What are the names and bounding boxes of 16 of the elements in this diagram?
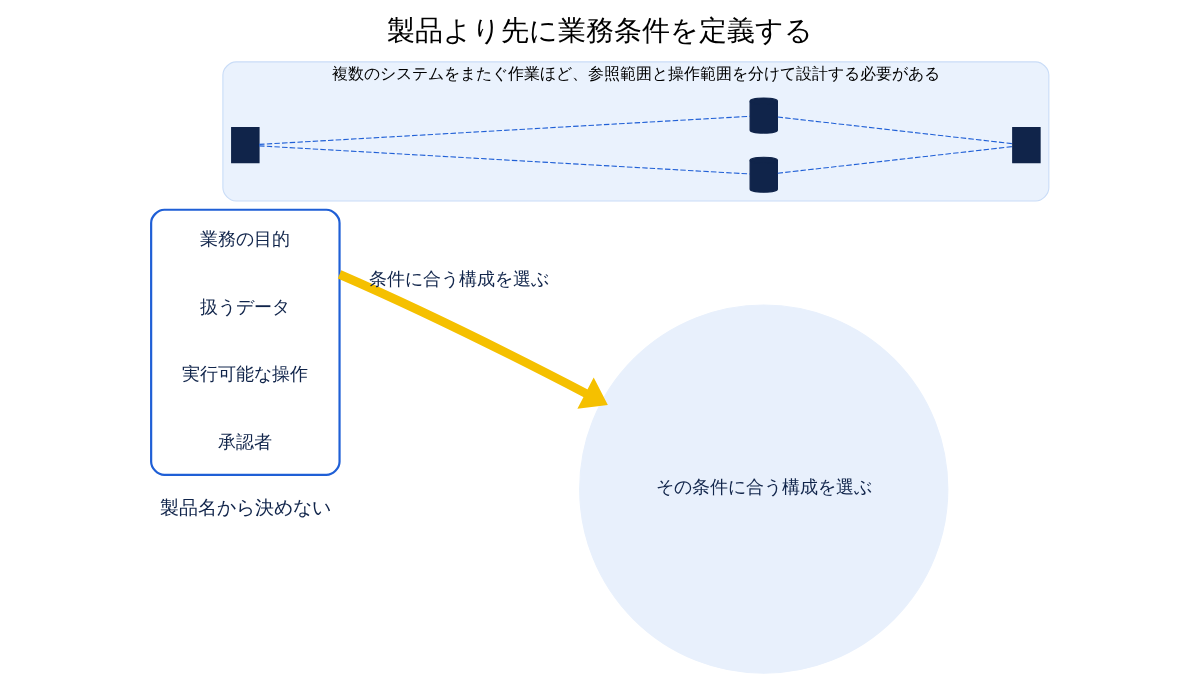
node-text: 承認者 bbox=[218, 432, 273, 453]
node-box bbox=[231, 127, 260, 164]
arrow bbox=[337, 270, 608, 409]
edge-label: 条件に合う構成を選ぶ bbox=[369, 269, 550, 290]
label: 製品名から決めない bbox=[159, 497, 331, 519]
diagram-title: 製品より先に業務条件を定義する bbox=[387, 13, 813, 47]
node-text: 実行可能な操作 bbox=[182, 364, 309, 385]
connector bbox=[777, 116, 1014, 145]
connector bbox=[258, 145, 751, 175]
connector bbox=[777, 146, 1014, 174]
node-box bbox=[1012, 127, 1041, 164]
cluster bbox=[150, 208, 341, 476]
node-text: 扱うデータ bbox=[200, 296, 291, 317]
cluster: 複数のシステムをまたぐ作業ほど、参照範囲と操作範囲を分けて設計する必要がある bbox=[222, 61, 1050, 202]
node-text: 業務の目的 bbox=[200, 228, 291, 249]
connector bbox=[258, 115, 751, 145]
